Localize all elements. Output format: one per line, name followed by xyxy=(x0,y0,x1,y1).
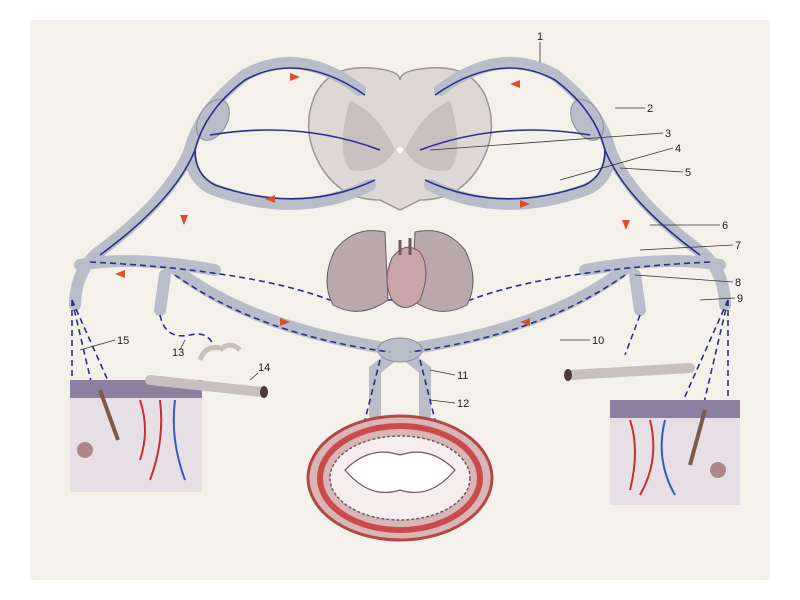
label-1: 1 xyxy=(537,31,543,43)
label-14: 14 xyxy=(258,362,270,374)
label-10: 10 xyxy=(592,335,604,347)
lungs-heart xyxy=(326,230,474,312)
label-12: 12 xyxy=(457,398,469,410)
label-9: 9 xyxy=(737,293,743,305)
label-7: 7 xyxy=(735,240,741,252)
label-8: 8 xyxy=(735,277,741,289)
skin-left xyxy=(70,380,202,492)
label-13: 13 xyxy=(172,347,184,359)
spinal-cord xyxy=(307,66,493,211)
nerve-trunks xyxy=(69,57,731,421)
label-5: 5 xyxy=(685,167,691,179)
label-11: 11 xyxy=(457,370,468,382)
fibers-solid xyxy=(99,67,701,256)
label-2: 2 xyxy=(647,103,653,115)
label-6: 6 xyxy=(722,220,728,232)
skin-right xyxy=(610,400,740,505)
label-4: 4 xyxy=(675,143,681,155)
label-3: 3 xyxy=(665,128,671,140)
blood-vessels xyxy=(145,342,695,398)
intestine-section xyxy=(306,414,494,542)
direction-arrows xyxy=(115,73,630,326)
label-15: 15 xyxy=(117,335,129,347)
ganglia xyxy=(196,99,604,363)
leader-lines xyxy=(79,42,736,404)
